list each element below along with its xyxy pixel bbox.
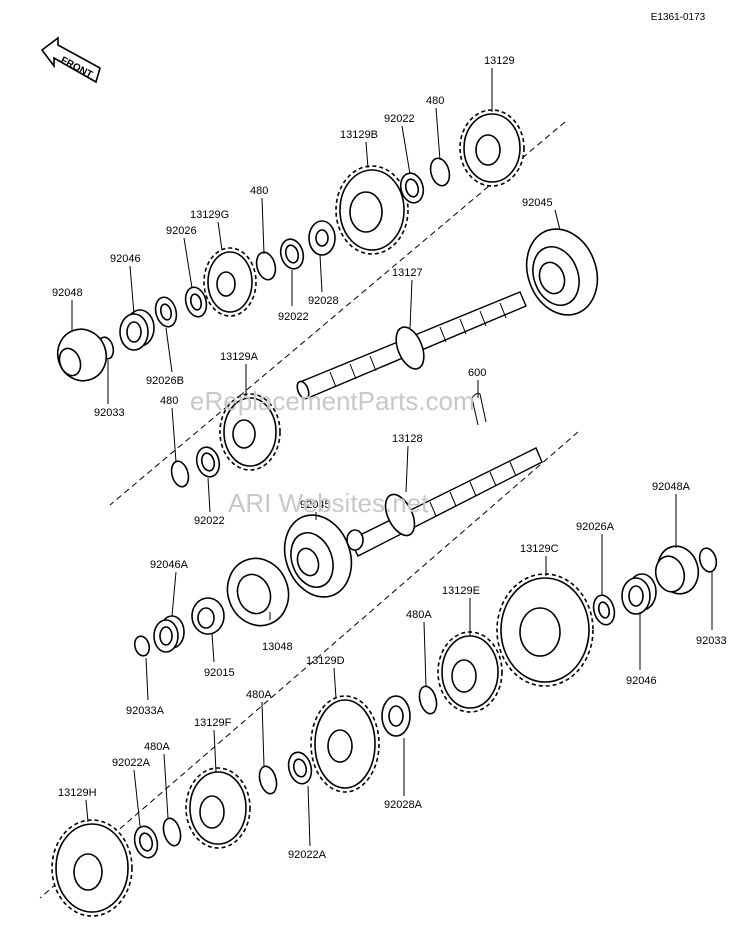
leader-lines bbox=[71, 68, 713, 847]
label-92022-mid: 92022 bbox=[278, 311, 309, 323]
label-13129E: 13129E bbox=[442, 585, 480, 597]
label-92046-top: 92046 bbox=[110, 253, 141, 265]
label-480A-right: 480A bbox=[406, 609, 432, 621]
label-92046-right: 92046 bbox=[626, 675, 657, 687]
label-92033-top: 92033 bbox=[94, 407, 125, 419]
gear-13129A bbox=[219, 393, 281, 471]
gear-13129G bbox=[203, 247, 257, 317]
label-92022-left: 92022 bbox=[194, 515, 225, 527]
circlip-480-left bbox=[170, 460, 190, 488]
washer-92026 bbox=[184, 286, 208, 318]
needle-bearing-92046A bbox=[153, 615, 185, 653]
gear-13129C bbox=[496, 573, 594, 687]
gear-13129D bbox=[310, 695, 380, 793]
circlip-92033A bbox=[133, 635, 151, 657]
washer-92026A bbox=[592, 594, 616, 626]
label-13129F: 13129F bbox=[194, 717, 232, 729]
gear-13129 bbox=[459, 109, 525, 187]
label-92046A: 92046A bbox=[150, 559, 189, 571]
circlip-480-mid bbox=[255, 251, 277, 281]
gear-13129F bbox=[185, 767, 251, 849]
label-13129C: 13129C bbox=[520, 543, 559, 555]
watermark-top: eReplacementParts.com bbox=[190, 386, 475, 416]
cap-92048 bbox=[56, 328, 108, 382]
needle-bearing-92046-top bbox=[119, 309, 155, 351]
label-92022A-bottom: 92022A bbox=[288, 849, 327, 861]
washer-92022-left bbox=[195, 446, 221, 478]
label-92026A: 92026A bbox=[576, 521, 615, 533]
label-92015: 92015 bbox=[204, 667, 235, 679]
pin-600 bbox=[471, 393, 487, 426]
nut-92015 bbox=[191, 597, 225, 635]
washer-92022A-bottom bbox=[287, 751, 313, 785]
cap-92048A bbox=[654, 545, 700, 595]
label-92022A-left: 92022A bbox=[112, 757, 151, 769]
part-labels: 13129 480 92022 13129B 92045 480 13129G … bbox=[52, 55, 727, 861]
label-13129: 13129 bbox=[484, 55, 515, 67]
gear-13129B bbox=[335, 165, 409, 255]
label-92026: 92026 bbox=[166, 225, 197, 237]
label-92033-right: 92033 bbox=[696, 635, 727, 647]
label-480A-mid: 480A bbox=[246, 689, 272, 701]
label-92045-top: 92045 bbox=[522, 197, 553, 209]
shaft-13127 bbox=[296, 291, 527, 400]
label-92026B: 92026B bbox=[146, 375, 184, 387]
label-92028A: 92028A bbox=[384, 799, 423, 811]
washer-92022A-left bbox=[133, 825, 159, 859]
label-13129H: 13129H bbox=[58, 787, 97, 799]
sleeve-13048 bbox=[226, 557, 290, 627]
upper-axis-line bbox=[109, 121, 566, 506]
label-13127: 13127 bbox=[392, 267, 423, 279]
label-480-top: 480 bbox=[426, 95, 444, 107]
gear-13129H bbox=[51, 819, 133, 917]
label-13048: 13048 bbox=[262, 641, 293, 653]
ref-code: E1361-0173 bbox=[651, 12, 706, 23]
label-13129D: 13129D bbox=[306, 655, 345, 667]
front-arrow-icon: FRONT bbox=[40, 36, 101, 84]
label-13129G: 13129G bbox=[190, 209, 229, 221]
label-92022-top: 92022 bbox=[384, 113, 415, 125]
label-480-mid: 480 bbox=[250, 185, 268, 197]
label-92048: 92048 bbox=[52, 287, 83, 299]
circlip-480A-mid bbox=[258, 765, 278, 795]
label-13129A: 13129A bbox=[220, 351, 259, 363]
label-92033A: 92033A bbox=[126, 705, 165, 717]
circlip-480A-right bbox=[418, 685, 438, 715]
shaft-13128 bbox=[346, 447, 543, 557]
washer-92022-mid bbox=[279, 238, 305, 270]
label-600: 600 bbox=[468, 367, 486, 379]
washer-92022-top bbox=[399, 172, 425, 204]
label-92048A: 92048A bbox=[652, 481, 691, 493]
label-92028: 92028 bbox=[308, 295, 339, 307]
label-13128: 13128 bbox=[392, 433, 423, 445]
bushing-92028A bbox=[381, 695, 411, 737]
gear-13129E bbox=[437, 631, 503, 713]
bushing-92028 bbox=[308, 220, 336, 256]
label-92045-mid: 92045 bbox=[300, 499, 331, 511]
bearing-92045-mid bbox=[283, 514, 353, 598]
lower-axis-line bbox=[39, 431, 579, 899]
circlip-480-top bbox=[429, 157, 451, 187]
circlip-480A-left bbox=[162, 817, 182, 847]
watermark-bottom: ARI Websites.net bbox=[228, 488, 429, 518]
needle-bearing-92046-right bbox=[621, 573, 657, 615]
label-480-left: 480 bbox=[160, 395, 178, 407]
washer-92026B bbox=[154, 296, 178, 328]
label-480A-left: 480A bbox=[144, 741, 170, 753]
label-13129B: 13129B bbox=[340, 129, 378, 141]
bearing-92045-top bbox=[525, 228, 599, 316]
circlip-92033-right bbox=[698, 547, 718, 573]
